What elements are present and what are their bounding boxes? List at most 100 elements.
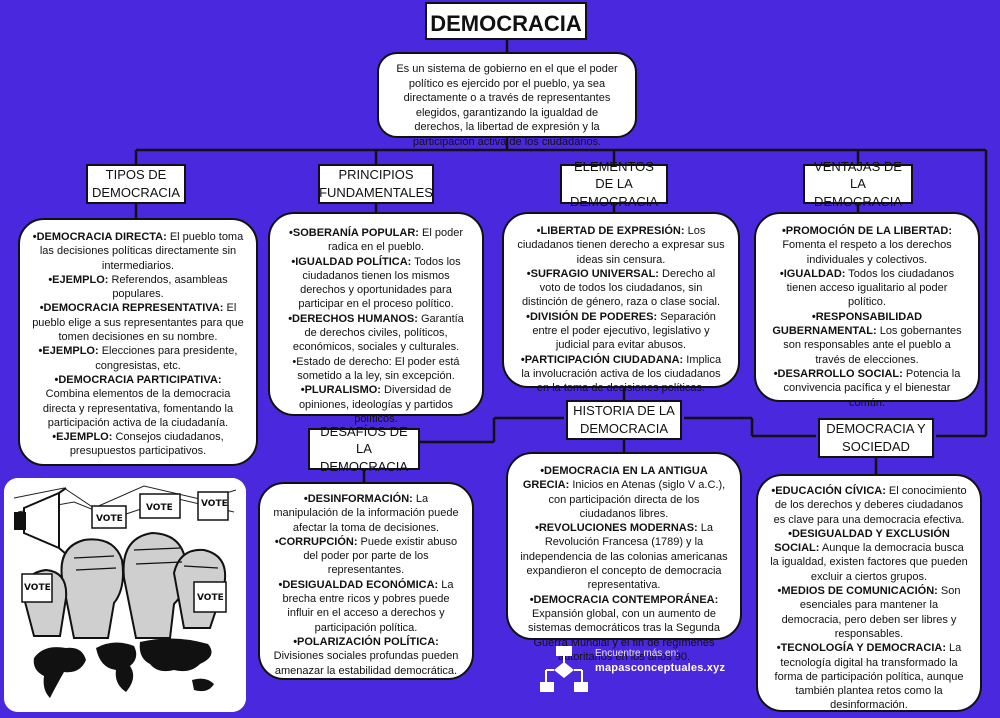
item-term: •SOBERANÍA POPULAR: <box>289 227 419 239</box>
item-text: Elecciones para presidente, congresistas… <box>95 345 238 372</box>
tipos-box: •DEMOCRACIA DIRECTA: El pueblo toma las … <box>18 218 258 466</box>
definition-box: Es un sistema de gobierno en el que el p… <box>377 52 637 148</box>
item-term: •IGUALDAD: <box>779 267 846 280</box>
item-term: •DESIGUALDAD Y EXCLUSIÓN SOCIAL: <box>774 527 950 555</box>
megaphone-icon <box>14 487 67 555</box>
list-item: •RESPONSABILIDAD GUBERNAMENTAL: Los gobe… <box>768 310 966 367</box>
footer-branding[interactable]: Encuentre más en: mapasconceptuales.xyz <box>540 642 740 702</box>
heading-elementos: ELEMENTOS DE LA DEMOCRACIA <box>560 159 668 209</box>
item-text: Implica la involucración activa de los c… <box>521 353 722 395</box>
item-term: •LIBERTAD DE EXPRESIÓN: <box>536 225 685 237</box>
item-text: •Estado de derecho: El poder está someti… <box>292 355 460 382</box>
item-term: •REVOLUCIONES MODERNAS: <box>534 522 698 535</box>
item-term: •DEMOCRACIA PARTICIPATIVA: <box>54 373 222 386</box>
item-text: El pueblo elige a sus representantes par… <box>32 302 244 344</box>
heading-historia: HISTORIA DE LA DEMOCRACIA <box>566 400 682 440</box>
item-text: Puede existir abuso del poder por parte … <box>303 535 458 577</box>
item-term: •DIVISIÓN DE PODERES: <box>526 310 658 323</box>
item-term: •EJEMPLO: <box>52 431 113 444</box>
svg-text:VOTE: VOTE <box>197 593 224 603</box>
item-text: Combina elementos de la democracia direc… <box>42 388 234 429</box>
list-item: •DESIGUALDAD ECONÓMICA: La brecha entre … <box>272 578 460 635</box>
item-term: •POLARIZACIÓN POLÍTICA: <box>293 635 439 648</box>
footer-url[interactable]: mapasconceptuales.xyz <box>595 662 726 674</box>
item-text: Todos los ciudadanos tienen acceso igual… <box>786 267 955 309</box>
item-text: Los ciudadanos tienen derecho a expresar… <box>517 225 725 266</box>
item-text: Diversidad de opiniones, ideologías y pa… <box>298 384 454 425</box>
list-item: •DESARROLLO SOCIAL: Potencia la conviven… <box>768 367 966 410</box>
item-term: •RESPONSABILIDAD GUBERNAMENTAL: <box>772 310 923 338</box>
item-term: •DEMOCRACIA EN LA ANTIGUA GRECIA: <box>522 465 708 492</box>
item-term: •PLURALISMO: <box>300 384 381 397</box>
svg-text:VOTE: VOTE <box>201 499 228 509</box>
item-text: Separación entre el poder ejecutivo, leg… <box>532 310 716 352</box>
list-item: •PROMOCIÓN DE LA LIBERTAD: Fomenta el re… <box>768 224 966 267</box>
item-term: •DESINFORMACIÓN: <box>303 493 413 505</box>
item-text: Todos los ciudadanos tienen los mismos d… <box>298 255 461 311</box>
item-term: •EDUCACIÓN CÍVICA: <box>771 485 886 497</box>
item-term: •DEMOCRACIA CONTEMPORÁNEA: <box>529 593 719 606</box>
list-item: •SOBERANÍA POPULAR: El poder radica en e… <box>282 226 470 255</box>
world-map-icon <box>33 638 214 698</box>
list-item: •DIVISIÓN DE PODERES: Separación entre e… <box>516 310 726 353</box>
item-term: •DEMOCRACIA REPRESENTATIVA: <box>39 302 224 315</box>
list-item: •DEMOCRACIA REPRESENTATIVA: El pueblo el… <box>32 301 244 344</box>
item-text: Aunque la democracia busca la igualdad, … <box>770 542 968 583</box>
item-text: Expansión global, con un aumento de sist… <box>528 607 720 663</box>
list-item: •DEMOCRACIA DIRECTA: El pueblo toma las … <box>32 230 244 273</box>
item-term: •EJEMPLO: <box>38 345 99 358</box>
item-text: Potencia la convivencia pacífica y el bi… <box>783 367 961 409</box>
main-title: DEMOCRACIA <box>425 2 587 40</box>
elementos-box: •LIBERTAD DE EXPRESIÓN: Los ciudadanos t… <box>502 212 740 394</box>
list-item: •DEMOCRACIA EN LA ANTIGUA GRECIA: Inicio… <box>520 464 728 521</box>
item-term: •MEDIOS DE COMUNICACIÓN: <box>777 585 938 598</box>
item-text: Derecho al voto de todos los ciudadanos,… <box>521 267 721 309</box>
list-item: •IGUALDAD POLÍTICA: Todos los ciudadanos… <box>282 255 470 312</box>
item-text: El poder radica en el pueblo. <box>327 227 463 254</box>
item-term: •TECNOLOGÍA Y DEMOCRACIA: <box>776 642 946 655</box>
item-text: Los gobernantes son responsables ante el… <box>783 325 962 366</box>
item-term: •DEMOCRACIA DIRECTA: <box>32 231 167 243</box>
item-text: El pueblo toma las decisiones políticas … <box>39 231 244 272</box>
list-item: •Estado de derecho: El poder está someti… <box>282 355 470 384</box>
heading-sociedad: DEMOCRACIA Y SOCIEDAD <box>818 418 934 458</box>
list-item: •PARTICIPACIÓN CIUDADANA: Implica la inv… <box>516 353 726 396</box>
heading-ventajas: VENTAJAS DE LA DEMOCRACIA <box>803 159 913 209</box>
svg-text:VOTE: VOTE <box>146 503 173 513</box>
item-text: Consejos ciudadanos, presupuestos partic… <box>69 431 224 458</box>
list-item: •DERECHOS HUMANOS: Garantía de derechos … <box>282 312 470 355</box>
list-item: •REVOLUCIONES MODERNAS: La Revolución Fr… <box>520 521 728 592</box>
item-term: •CORRUPCIÓN: <box>274 535 358 548</box>
item-text: Divisiones sociales profundas pueden ame… <box>273 650 459 677</box>
principios-box: •SOBERANÍA POPULAR: El poder radica en e… <box>268 212 484 425</box>
item-term: •DESIGUALDAD ECONÓMICA: <box>278 578 439 591</box>
raised-fists-votes-icon: VOTE VOTE VOTE VOTE VOTE <box>4 478 246 712</box>
list-item: •DESIGUALDAD Y EXCLUSIÓN SOCIAL: Aunque … <box>770 527 968 584</box>
list-item: •CORRUPCIÓN: Puede existir abuso del pod… <box>272 535 460 578</box>
desafios-box: •DESINFORMACIÓN: La manipulación de la i… <box>258 482 474 680</box>
list-item: •DEMOCRACIA CONTEMPORÁNEA: Expansión glo… <box>520 593 728 664</box>
item-term: •PARTICIPACIÓN CIUDADANA: <box>520 353 684 366</box>
item-text: La manipulación de la información puede … <box>273 493 459 534</box>
list-item: •MEDIOS DE COMUNICACIÓN: Son esenciales … <box>770 584 968 641</box>
item-text: Referendos, asambleas populares. <box>108 273 228 301</box>
item-term: •DESARROLLO SOCIAL: <box>773 367 903 380</box>
ventajas-box: •PROMOCIÓN DE LA LIBERTAD: Fomenta el re… <box>754 212 980 409</box>
item-text: Son esenciales para mantener la democrac… <box>781 585 961 640</box>
svg-text:VOTE: VOTE <box>24 583 51 593</box>
heading-desafios: DESAFÍOS DE LA DEMOCRACIA <box>308 424 420 474</box>
item-term: •SUFRAGIO UNIVERSAL: <box>526 267 659 280</box>
item-term: •DERECHOS HUMANOS: <box>288 312 418 325</box>
list-item: •EJEMPLO: Consejos ciudadanos, presupues… <box>32 430 244 459</box>
heading-principios: PRINCIPIOS FUNDAMENTALES <box>318 164 434 204</box>
item-term: •IGUALDAD POLÍTICA: <box>291 255 412 268</box>
sociedad-box: •EDUCACIÓN CÍVICA: El conocimiento de lo… <box>756 474 982 712</box>
list-item: •LIBERTAD DE EXPRESIÓN: Los ciudadanos t… <box>516 224 726 267</box>
item-text: Fomenta el respeto a los derechos indivi… <box>782 239 952 266</box>
svg-text:VOTE: VOTE <box>96 514 123 524</box>
heading-tipos: TIPOS DE DEMOCRACIA <box>86 164 186 204</box>
list-item: •PLURALISMO: Diversidad de opiniones, id… <box>282 383 470 426</box>
item-text: El conocimiento de los derechos y debere… <box>773 485 967 526</box>
item-text: Garantía de derechos civiles, políticos,… <box>292 312 464 354</box>
